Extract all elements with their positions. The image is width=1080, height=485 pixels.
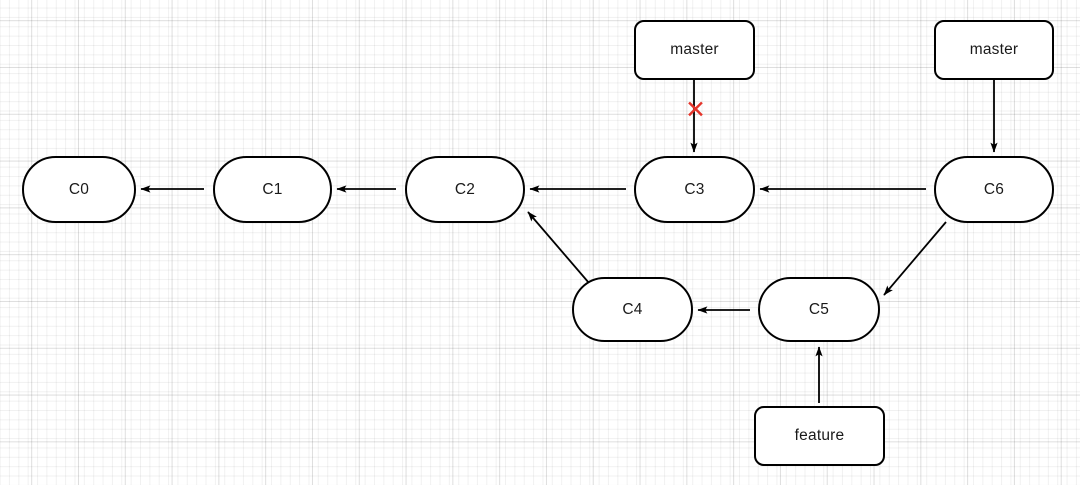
edge-c4-to-c2 [527, 211, 590, 284]
node-label: C2 [454, 180, 476, 198]
node-label: master [969, 41, 1019, 59]
node-label: C5 [808, 300, 830, 318]
node-label: C0 [68, 180, 90, 198]
commit-node-c2[interactable]: C2 [405, 156, 525, 223]
commit-node-c4[interactable]: C4 [572, 277, 693, 342]
branch-label-master_old[interactable]: master [634, 20, 755, 80]
node-label: C1 [262, 180, 283, 198]
branch-label-feature[interactable]: feature [754, 406, 885, 466]
commit-node-c0[interactable]: C0 [22, 156, 136, 223]
node-label: C3 [684, 180, 705, 198]
node-label: feature [794, 427, 845, 445]
branch-label-master_new[interactable]: master [934, 20, 1054, 80]
commit-node-c1[interactable]: C1 [213, 156, 332, 223]
commit-node-c6[interactable]: C6 [934, 156, 1054, 223]
edge-c6-to-c5 [883, 221, 947, 296]
node-label: C4 [622, 300, 643, 318]
node-label: master [670, 41, 719, 59]
deleted-master-x-icon: ✕ [685, 95, 706, 124]
commit-node-c5[interactable]: C5 [758, 277, 880, 342]
commit-node-c3[interactable]: C3 [634, 156, 755, 223]
node-label: C6 [983, 180, 1005, 198]
